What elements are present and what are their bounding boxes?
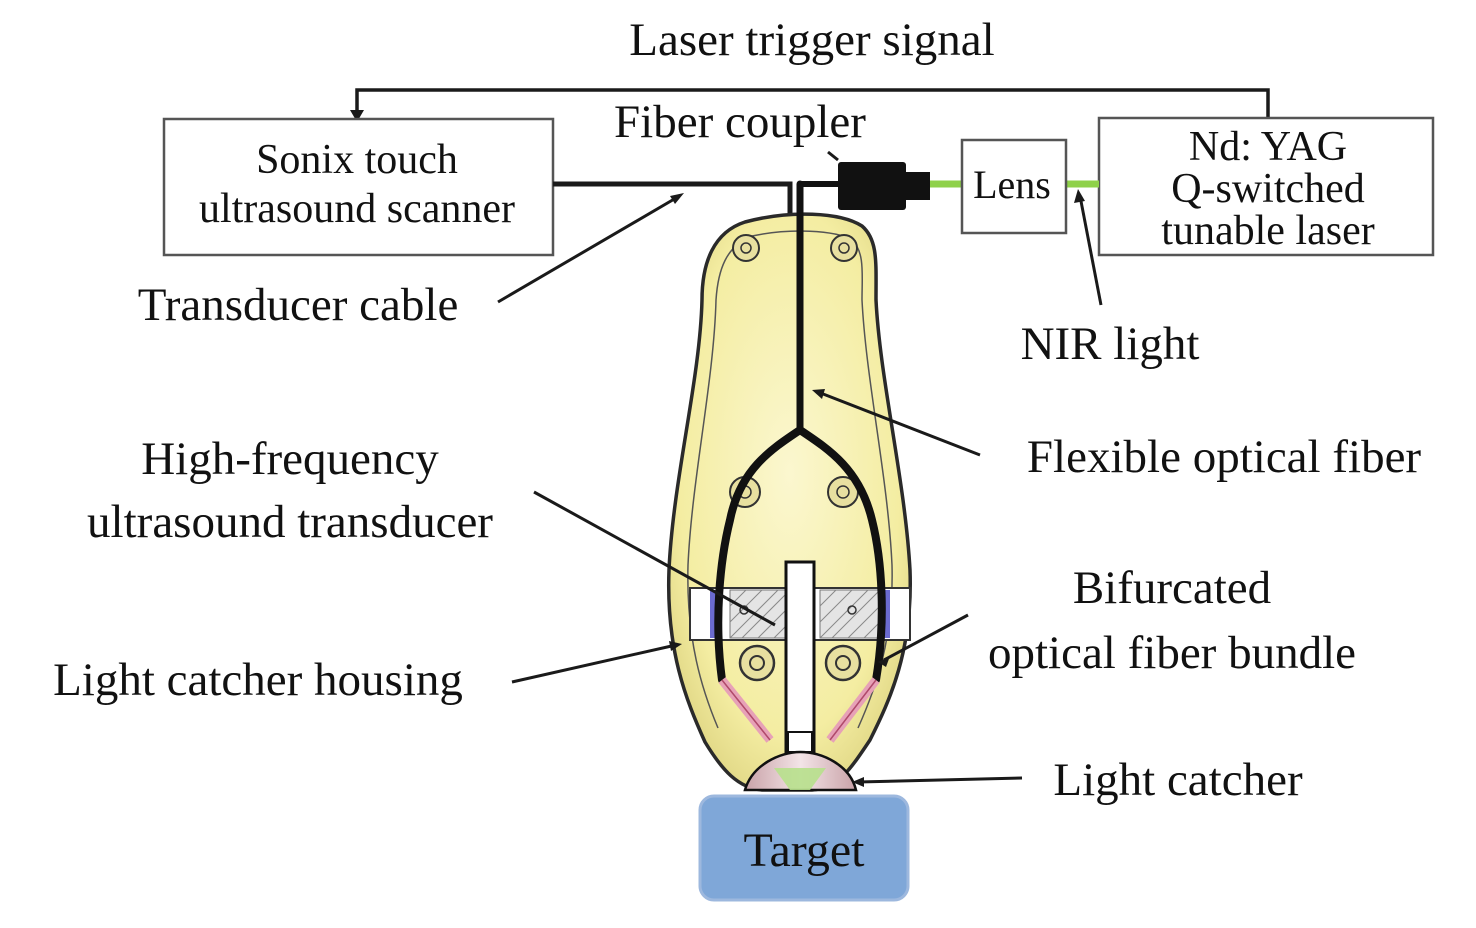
transducer-cable-label: Transducer cable (138, 279, 459, 331)
light-catcher-label: Light catcher (1053, 754, 1303, 806)
laser-trigger-signal-line (350, 88, 1270, 122)
fiber-coupler (838, 162, 930, 210)
scanner-label-line1: Sonix touch (256, 137, 458, 183)
hf-transducer-label-line2: ultrasound transducer (87, 496, 493, 548)
scanner-label-line2: ultrasound scanner (199, 186, 515, 232)
hf-transducer-label-line1: High-frequency (141, 433, 439, 485)
high-frequency-transducer (784, 560, 816, 754)
bifurcated-label-line2: optical fiber bundle (988, 627, 1356, 679)
laser-trigger-signal-label: Laser trigger signal (629, 14, 994, 66)
flexible-optical-fiber (714, 180, 886, 684)
nir-light-label: NIR light (1021, 318, 1200, 370)
laser-label-line3: tunable laser (1161, 208, 1374, 254)
laser-label-line1: Nd: YAG (1189, 124, 1347, 170)
lens-box: Lens (960, 138, 1068, 235)
light-catcher-housing-label: Light catcher housing (53, 654, 463, 706)
target-label: Target (743, 824, 865, 877)
ultrasound-scanner-box: Sonix touch ultrasound scanner (162, 117, 555, 257)
laser-box: Nd: YAG Q-switched tunable laser (1097, 116, 1435, 257)
flexible-optical-fiber-label: Flexible optical fiber (1027, 431, 1422, 483)
laser-label-line2: Q-switched (1171, 166, 1365, 212)
light-catcher (743, 750, 858, 792)
fiber-coupler-label: Fiber coupler (614, 96, 866, 148)
target: Target (698, 794, 910, 902)
leader-lines (497, 195, 1103, 784)
lens-label: Lens (973, 162, 1051, 207)
bifurcated-label-line1: Bifurcated (1073, 562, 1271, 614)
